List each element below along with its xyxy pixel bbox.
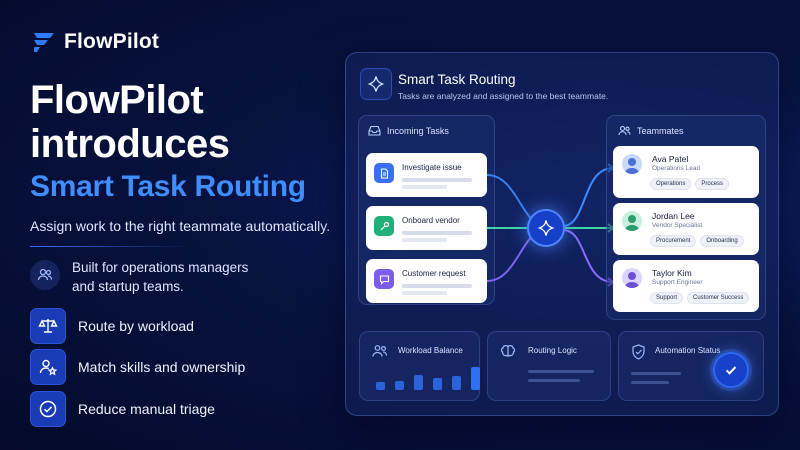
panel-title: Smart Task Routing: [398, 72, 516, 87]
users-icon: [30, 260, 60, 290]
feature-route-by-workload: Route by workload: [30, 308, 194, 344]
task-name: Onboard vendor: [402, 216, 460, 225]
audience-note: Built for operations managers and startu…: [30, 258, 272, 296]
brand-name: FlowPilot: [64, 30, 160, 53]
avatar: [622, 268, 642, 288]
workload-bar: [414, 375, 423, 390]
inbox-icon: [368, 125, 381, 136]
workload-bar: [433, 378, 442, 390]
skill-tag: Procurement: [650, 235, 697, 247]
divider: [30, 246, 190, 247]
wrench-icon: [374, 216, 394, 236]
check-circle-icon: [30, 391, 66, 427]
headline-highlight: Smart Task Routing: [30, 170, 306, 203]
user-star-icon: [30, 349, 66, 385]
skill-tag: Support: [650, 292, 684, 304]
placeholder-line: [631, 372, 681, 375]
skill-tag: Customer Success: [687, 292, 750, 304]
workload-bar: [471, 367, 480, 390]
teammate-role: Vendor Specialist: [652, 222, 703, 229]
skill-tag: Operations: [650, 178, 692, 190]
feature-reduce-triage: Reduce manual triage: [30, 391, 215, 427]
placeholder-line: [528, 379, 580, 382]
workload-balance-label: Workload Balance: [398, 346, 463, 355]
workload-balance-card: Workload Balance: [359, 331, 480, 401]
headline: FlowPilot introduces Smart Task Routing: [30, 78, 306, 206]
teammate-role: Operations Lead: [652, 165, 701, 172]
task-placeholder-line: [402, 291, 447, 295]
automation-status-card: Automation Status: [618, 331, 764, 401]
sparkle-icon: [537, 220, 555, 236]
shield-check-icon: [631, 344, 646, 365]
workload-bar: [395, 381, 404, 390]
users-icon: [618, 125, 631, 136]
chat-icon: [374, 269, 394, 289]
teammate-card[interactable]: Jordan Lee Vendor Specialist Procurement…: [613, 203, 759, 255]
teammate-card[interactable]: Taylor Kim Support Engineer Support Cust…: [613, 260, 759, 312]
teammate-name: Jordan Lee: [652, 211, 695, 221]
task-card[interactable]: Investigate issue: [366, 153, 487, 197]
task-placeholder-line: [402, 238, 447, 242]
subtitle: Assign work to the right teammate automa…: [30, 218, 331, 234]
flowpilot-logo-icon: [34, 33, 54, 52]
task-name: Customer request: [402, 269, 466, 278]
teammate-role: Support Engineer: [652, 279, 703, 286]
workload-bar: [376, 382, 385, 390]
workload-bar: [452, 376, 461, 390]
feature-match-skills: Match skills and ownership: [30, 349, 245, 385]
headline-line-1: FlowPilot: [30, 78, 204, 122]
task-card[interactable]: Onboard vendor: [366, 206, 487, 250]
teammates-label: Teammates: [637, 125, 684, 136]
feature-label: Reduce manual triage: [78, 401, 215, 417]
status-check-icon: [713, 352, 749, 388]
task-placeholder-line: [402, 178, 472, 182]
teammate-name: Ava Patel: [652, 154, 689, 164]
audience-line-1: Built for operations managers: [72, 260, 249, 275]
routing-logic-label: Routing Logic: [528, 346, 577, 355]
brand: FlowPilot: [30, 30, 159, 54]
task-placeholder-line: [402, 231, 472, 235]
feature-label: Route by workload: [78, 318, 194, 334]
placeholder-line: [528, 370, 594, 373]
placeholder-line: [631, 381, 669, 384]
scale-icon: [30, 308, 66, 344]
teammates-header: Teammates: [618, 125, 684, 136]
task-placeholder-line: [402, 185, 447, 189]
feature-label: Match skills and ownership: [78, 359, 246, 375]
avatar: [622, 154, 642, 174]
brain-icon: [500, 344, 516, 363]
headline-line-2: introduces: [30, 122, 230, 166]
panel-subtitle: Tasks are analyzed and assigned to the b…: [398, 91, 609, 101]
teammate-card[interactable]: Ava Patel Operations Lead Operations Pro…: [613, 146, 759, 198]
teammate-name: Taylor Kim: [652, 268, 692, 278]
incoming-tasks-header: Incoming Tasks: [368, 125, 449, 136]
audience-line-2: and startup teams.: [72, 279, 184, 294]
sparkle-icon: [360, 68, 392, 100]
task-name: Investigate issue: [402, 163, 462, 172]
task-placeholder-line: [402, 284, 472, 288]
incoming-tasks-label: Incoming Tasks: [387, 125, 449, 136]
skill-tag: Onboarding: [700, 235, 744, 247]
task-card[interactable]: Customer request: [366, 259, 487, 303]
routing-hub: [527, 209, 565, 247]
routing-logic-card: Routing Logic: [487, 331, 611, 401]
users-icon: [372, 344, 388, 363]
avatar: [622, 211, 642, 231]
automation-status-label: Automation Status: [655, 346, 721, 355]
document-icon: [374, 163, 394, 183]
skill-tag: Process: [695, 178, 730, 190]
